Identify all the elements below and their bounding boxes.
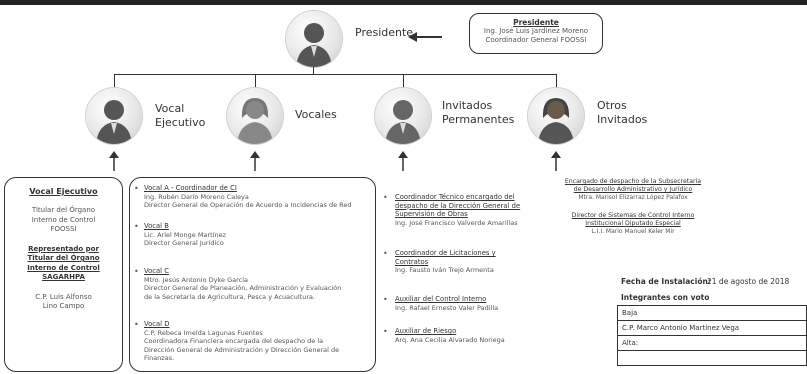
- table-row: Baja: [617, 305, 807, 321]
- bullet-icon: •: [134, 184, 139, 193]
- install-date-value: 21 de agosto de 2018: [707, 277, 790, 286]
- table-cell: C.P. Marco Antonio Martínez Vega: [617, 320, 807, 336]
- female-person-icon: [227, 88, 283, 144]
- connector-drop-1: [114, 74, 115, 88]
- president-box-title: Presidente: [513, 18, 559, 27]
- table-row: Alta:: [617, 335, 807, 351]
- table-cell: Baja: [617, 305, 807, 321]
- bullet-icon: •: [134, 267, 139, 276]
- table-row: [617, 350, 807, 366]
- bullet-icon: •: [134, 222, 139, 231]
- up-arrow-icon: [109, 151, 119, 171]
- bullet-icon: •: [134, 320, 139, 329]
- vocal-ejecutivo-box: Vocal Ejecutivo Titular del Órgano Inter…: [4, 177, 123, 372]
- top-bar: [0, 0, 807, 5]
- male-person-icon: [375, 88, 431, 144]
- connector-drop-3: [403, 74, 404, 88]
- vocales-label: Vocales: [295, 108, 337, 121]
- table-cell: [617, 350, 807, 366]
- otro-invitado-2: Director de Sistemas de Control Interno …: [571, 212, 695, 235]
- bullet-icon: •: [383, 193, 388, 202]
- connector-drop-4: [556, 74, 557, 88]
- members-heading: Integrantes con voto: [621, 293, 710, 302]
- install-date-label: Fecha de Instalación:: [621, 277, 711, 286]
- table-row: C.P. Marco Antonio Martínez Vega: [617, 320, 807, 336]
- members-table: Baja C.P. Marco Antonio Martínez Vega Al…: [617, 305, 807, 366]
- vocal-b-item: • Vocal B Lic. Ariel Monge Martínez Dire…: [134, 222, 226, 247]
- bullet-icon: •: [383, 249, 388, 258]
- invitado-item-4: • Auxiliar de Riesgo Arq. Ana Cecilia Al…: [383, 327, 505, 344]
- male-person-icon: [286, 11, 342, 67]
- up-arrow-icon: [551, 151, 561, 171]
- female-person-icon: [528, 88, 584, 144]
- representante-name: C.P. Luis Alfonso Lino Campo: [35, 292, 92, 311]
- representado-por: Representado por Titular del Órgano Inte…: [27, 244, 100, 282]
- vocal-ejecutivo-desc: Titular del Órgano Interno de Control FO…: [31, 206, 96, 233]
- trunk-line: [313, 67, 314, 74]
- invitado-item-3: • Auxiliar del Control Interno Ing. Rafa…: [383, 295, 499, 312]
- up-arrow-icon: [398, 151, 408, 171]
- president-box: Presidente Ing. José Luis Jardinez Moren…: [469, 13, 603, 54]
- invitados-permanentes-label: Invitados Permanentes: [442, 99, 515, 126]
- otro-invitado-1: Encargado de despacho de la Subsecretarí…: [564, 178, 702, 201]
- invitado-item-2: • Coordinador de Licitaciones y Contrato…: [383, 249, 496, 274]
- bullet-icon: •: [383, 327, 388, 336]
- table-cell: Alta:: [617, 335, 807, 351]
- president-box-role: Coordinador General FOOSSI: [485, 36, 587, 44]
- vocal-ejecutivo-label: Vocal Ejecutivo: [155, 102, 206, 129]
- male-person-icon: [86, 88, 142, 144]
- up-arrow-icon: [250, 151, 260, 171]
- president-box-name: Ing. José Luis Jardinez Moreno: [483, 27, 589, 35]
- vocal-d-item: • Vocal D C.P. Rebeca Imelda Lagunas Fue…: [134, 320, 340, 362]
- president-role-label: Presidente: [355, 26, 414, 39]
- otros-invitados-label: Otros Invitados: [597, 99, 648, 126]
- horizontal-connector: [114, 74, 557, 75]
- invitado-item-1: • Coordinador Técnico encargado del desp…: [383, 193, 521, 227]
- connector-drop-2: [255, 74, 256, 88]
- vocal-ejecutivo-title: Vocal Ejecutivo: [29, 187, 98, 196]
- bullet-icon: •: [383, 295, 388, 304]
- vocal-a-item: • Vocal A - Coordinador de CI Ing. Rubén…: [134, 184, 352, 209]
- vocal-c-item: • Vocal C Mtro. Jesús Antonio Dyke Garcí…: [134, 267, 342, 301]
- vocales-box: • Vocal A - Coordinador de CI Ing. Rubén…: [129, 177, 376, 372]
